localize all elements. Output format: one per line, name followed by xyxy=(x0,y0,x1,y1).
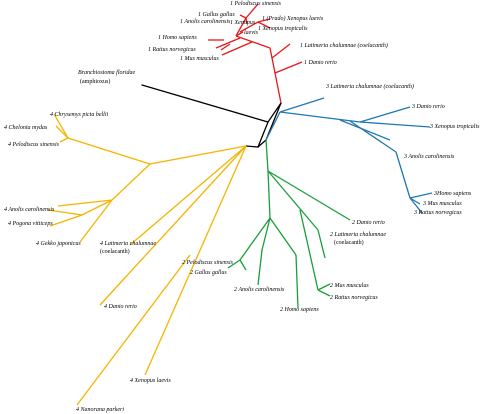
label-c2-mus: 3 Mus musculus xyxy=(422,201,462,207)
label-c2-xenopus: 3 Xenopus tropicalis xyxy=(429,124,480,130)
label-c2-danio: 3 Danio rerio xyxy=(411,104,445,110)
label-c1-latimeria: 1 Latimeria chalumnae (coelacanth) xyxy=(300,42,388,49)
label-c3-coelacanth: (coelacanth) xyxy=(334,239,364,246)
clade-2-branches xyxy=(265,97,433,214)
clade-1-labels: 1 Pelodiscus sinensis 1 Gallus gallus 1 … xyxy=(148,1,388,66)
label-c4-nanorana: 4 Nanorana parkeri xyxy=(76,406,124,413)
clade-4-labels: 4 Chrysemys picta bellii 4 Chelonia myda… xyxy=(4,111,171,413)
label-c1-mus: 1 Mus musculus xyxy=(180,56,219,62)
label-c4-pogona: 4 Pogona vitticeps xyxy=(8,220,53,227)
label-c4-pelodiscus: 4 Pelodiscus sinensis xyxy=(8,141,60,148)
clade-1-branches xyxy=(208,3,303,104)
clade-3-labels: 2 Danio rerio 2 Latimeria chalumnae (coe… xyxy=(182,220,386,313)
label-c4-chrysemys: 4 Chrysemys picta bellii xyxy=(50,111,108,118)
label-amphioxus: (amphioxus) xyxy=(80,78,110,85)
label-c1-laevis-short: laevis xyxy=(244,30,259,36)
label-c1-rattus: 1 Rattus norvegicus xyxy=(148,47,196,53)
label-c3-mus: 2 Mus musculus xyxy=(330,283,369,289)
clade-3-branches xyxy=(227,139,351,309)
label-c1-danio: 1 Danio rerio xyxy=(304,60,337,66)
label-c3-homo: 2 Homo sapiens xyxy=(280,307,319,313)
label-c2-latimeria: 3 Latimeria chalumnae (coelacanth) xyxy=(325,83,414,90)
root-branches xyxy=(141,84,282,148)
label-c3-pelodiscus: 2 Pelodiscus sinensis xyxy=(182,260,234,266)
outgroup-labels: Branchiostoma floridae (amphioxus) xyxy=(78,69,136,85)
label-c3-anolis: 2 Anolis carolinensis xyxy=(234,287,285,293)
label-c1-gallus: 1 Gallus gallus xyxy=(198,12,235,18)
label-branchiostoma: Branchiostoma floridae xyxy=(78,69,136,76)
label-c2-rattus: 3 Rattus norvegicus xyxy=(413,210,462,216)
label-c1-pelodiscus: 1 Pelodiscus sinensis xyxy=(230,1,282,7)
clade-2-labels: 3 Latimeria chalumnae (coelacanth) 3 Dan… xyxy=(325,83,480,216)
label-c3-gallus: 2 Gallus gallus xyxy=(190,270,227,276)
label-c4-anolis: 4 Anolis carolinensis xyxy=(4,206,55,213)
label-c1-xenopus-trop: 1 Xenopus tropicalis xyxy=(258,26,308,32)
label-c3-rattus: 2 Rattus norvegicus xyxy=(330,295,378,301)
label-c4-latimeria: 4 Latimeria chalumnae xyxy=(100,240,156,247)
label-c3-latimeria: 2 Latimeria chalumnae xyxy=(330,232,386,238)
clade-4-branches xyxy=(47,113,247,406)
label-c4-gekko: 4 Gekko japonicus xyxy=(36,240,81,247)
label-c1-anolis: 1 Anolis carolinensis xyxy=(180,19,231,25)
label-c4-xenopus: 4 Xenopus laevis xyxy=(130,377,171,384)
label-c4-chelonia: 4 Chelonia mydas xyxy=(4,124,48,131)
label-c1-homo: 1 Homo sapiens xyxy=(158,35,197,41)
label-c2-homo: 3Homo sapiens xyxy=(433,191,472,197)
label-c1-xenopus: 1 Xenopus xyxy=(230,20,256,26)
label-c4-danio: 4 Danio rerio xyxy=(104,303,137,310)
label-c3-danio: 2 Danio rerio xyxy=(352,220,385,226)
label-c4-coelacanth: (coelacanth) xyxy=(100,248,130,255)
label-c2-anolis: 3 Anolis carolinensis xyxy=(403,154,455,160)
label-c1-xenopus-laevis: 1 (Prado) Xenopus laevis xyxy=(262,15,324,22)
